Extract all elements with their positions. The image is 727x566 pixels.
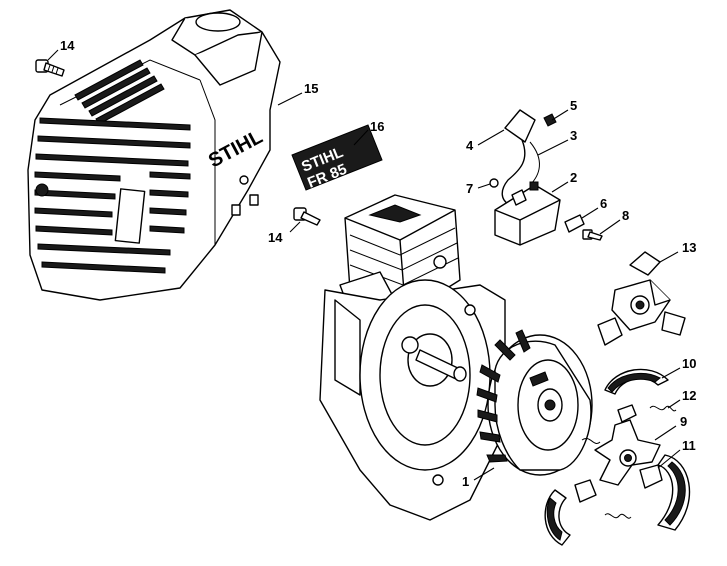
- leader-13: [659, 251, 679, 263]
- leader-14b: [289, 221, 301, 233]
- ignition-module-2: [494, 181, 561, 246]
- leader-16: [353, 129, 369, 146]
- decal-16: STIHL FR 85: [291, 124, 383, 192]
- callout-4: 4: [466, 138, 474, 153]
- callout-13: 13: [682, 240, 696, 255]
- leader-11: [657, 449, 681, 469]
- shroud-part: STIHL: [27, 9, 281, 301]
- callout-16: 16: [370, 119, 384, 134]
- terminal-6: [564, 214, 585, 233]
- screw-14-top: [35, 59, 65, 77]
- callout-15: 15: [304, 81, 318, 96]
- screw-8: [582, 229, 603, 241]
- callout-5: 5: [570, 98, 577, 113]
- leader-4: [477, 129, 505, 146]
- spring-5: [543, 113, 557, 127]
- spring-lower: [581, 438, 632, 519]
- leader-9: [654, 425, 677, 441]
- spark-plug-boot-4: [501, 109, 536, 206]
- clutch-shoe-10: [604, 368, 669, 395]
- callout-14-mid: 14: [268, 230, 283, 245]
- flywheel-1: [476, 329, 593, 476]
- callout-12: 12: [682, 388, 696, 403]
- leader-6: [581, 207, 599, 219]
- callout-3: 3: [570, 128, 577, 143]
- carrier-9: [594, 419, 661, 486]
- callout-9: 9: [680, 414, 687, 429]
- callout-11: 11: [682, 438, 696, 453]
- ignition-lead-3: [529, 141, 540, 186]
- leader-5: [551, 109, 569, 121]
- spring-12: [617, 404, 677, 423]
- leader-lines: [47, 49, 681, 481]
- leader-8: [599, 219, 621, 235]
- clutch-shoe-lower: [544, 479, 597, 546]
- callout-labels: 14 15 16 14 5 4 3 7 2 6 8 13 10 12 9 11 …: [60, 38, 696, 489]
- callout-6: 6: [600, 196, 607, 211]
- callout-2: 2: [570, 170, 577, 185]
- leader-15: [277, 92, 303, 106]
- clutch-shoe-11: [639, 454, 691, 531]
- engine-crankcase: [319, 279, 506, 521]
- callout-14-top: 14: [60, 38, 75, 53]
- leader-1: [473, 467, 495, 481]
- shroud-side-grille: [34, 117, 191, 274]
- callout-7: 7: [466, 181, 473, 196]
- leader-12: [667, 399, 681, 409]
- callout-1: 1: [462, 474, 469, 489]
- leader-10: [661, 367, 681, 379]
- clutch-assembly-13: [597, 251, 686, 346]
- shroud-top-vents: [74, 59, 165, 125]
- leader-3: [537, 139, 569, 156]
- leader-2: [551, 181, 569, 193]
- screw-14-mid: [293, 207, 321, 226]
- leader-14a: [47, 49, 59, 61]
- washer-7: [489, 178, 499, 188]
- callout-10: 10: [682, 356, 696, 371]
- callout-8: 8: [622, 208, 629, 223]
- leader-7: [477, 183, 491, 189]
